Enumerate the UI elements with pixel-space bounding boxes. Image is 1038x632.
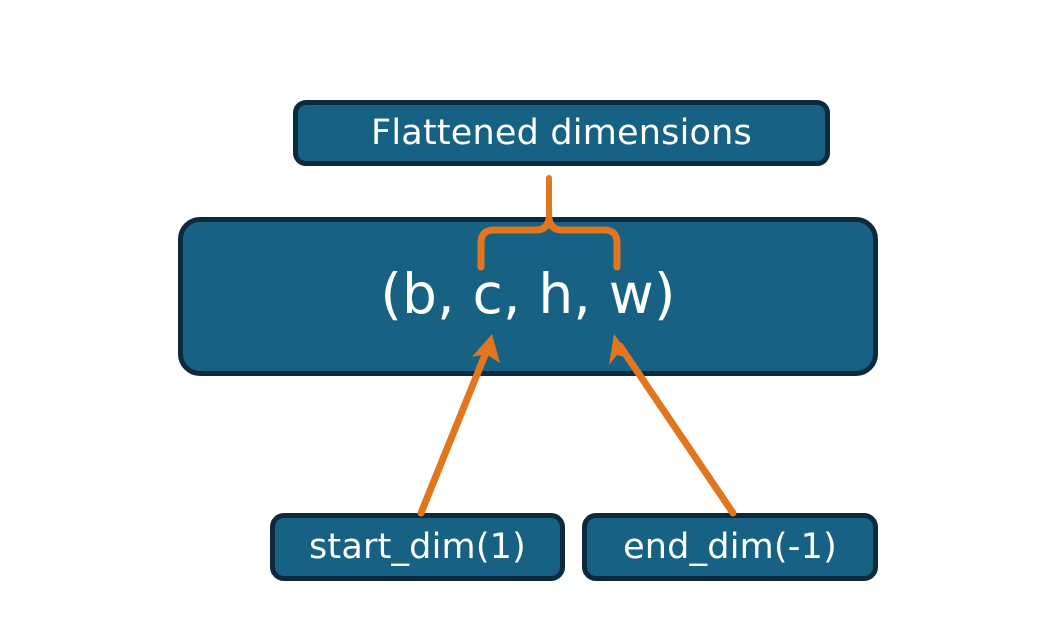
- node-start-dim[interactable]: start_dim(1): [270, 513, 565, 581]
- node-end-dim-label: end_dim(-1): [623, 527, 837, 567]
- node-tensor-shape-label: (b, c, h, w): [380, 262, 676, 326]
- node-flattened-dimensions[interactable]: Flattened dimensions: [293, 100, 830, 166]
- node-end-dim[interactable]: end_dim(-1): [582, 513, 878, 581]
- node-start-dim-label: start_dim(1): [308, 527, 527, 567]
- node-flattened-dimensions-label: Flattened dimensions: [371, 113, 752, 153]
- node-tensor-shape[interactable]: (b, c, h, w): [178, 217, 878, 376]
